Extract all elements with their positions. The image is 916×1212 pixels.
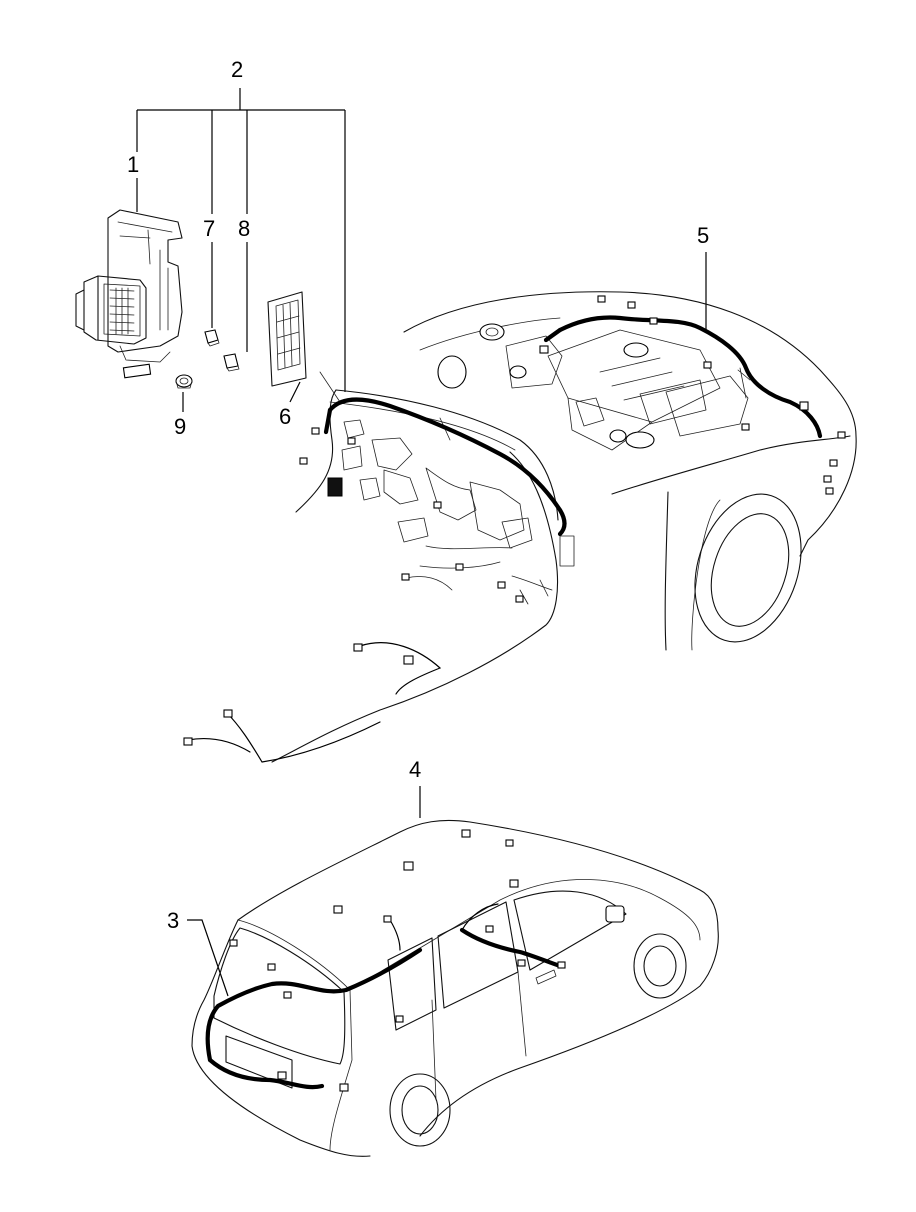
callout-7[interactable]: 7 [203, 216, 215, 241]
callout-9[interactable]: 9 [174, 414, 186, 439]
leader-lines [136, 88, 707, 997]
vehicle-body-harness[interactable] [191, 819, 719, 1157]
engine-room-harness[interactable] [403, 291, 857, 656]
callout-5[interactable]: 5 [697, 223, 709, 248]
fuse-label-sheet[interactable] [267, 291, 307, 387]
callout-1[interactable]: 1 [127, 152, 139, 177]
leader-3 [187, 919, 229, 997]
relay-7[interactable] [204, 329, 220, 347]
main-harness-assembly[interactable] [183, 371, 575, 763]
grommet-9[interactable] [175, 374, 193, 389]
junction-block[interactable] [75, 209, 183, 379]
relay-8[interactable] [223, 353, 240, 372]
callout-2[interactable]: 2 [231, 57, 243, 82]
leader-6 [289, 381, 301, 403]
callout-8[interactable]: 8 [238, 216, 250, 241]
callout-4[interactable]: 4 [409, 757, 421, 782]
callout-3[interactable]: 3 [167, 908, 179, 933]
callout-labels: 1 2 3 4 5 6 7 8 9 [127, 57, 709, 933]
callout-6[interactable]: 6 [279, 404, 291, 429]
